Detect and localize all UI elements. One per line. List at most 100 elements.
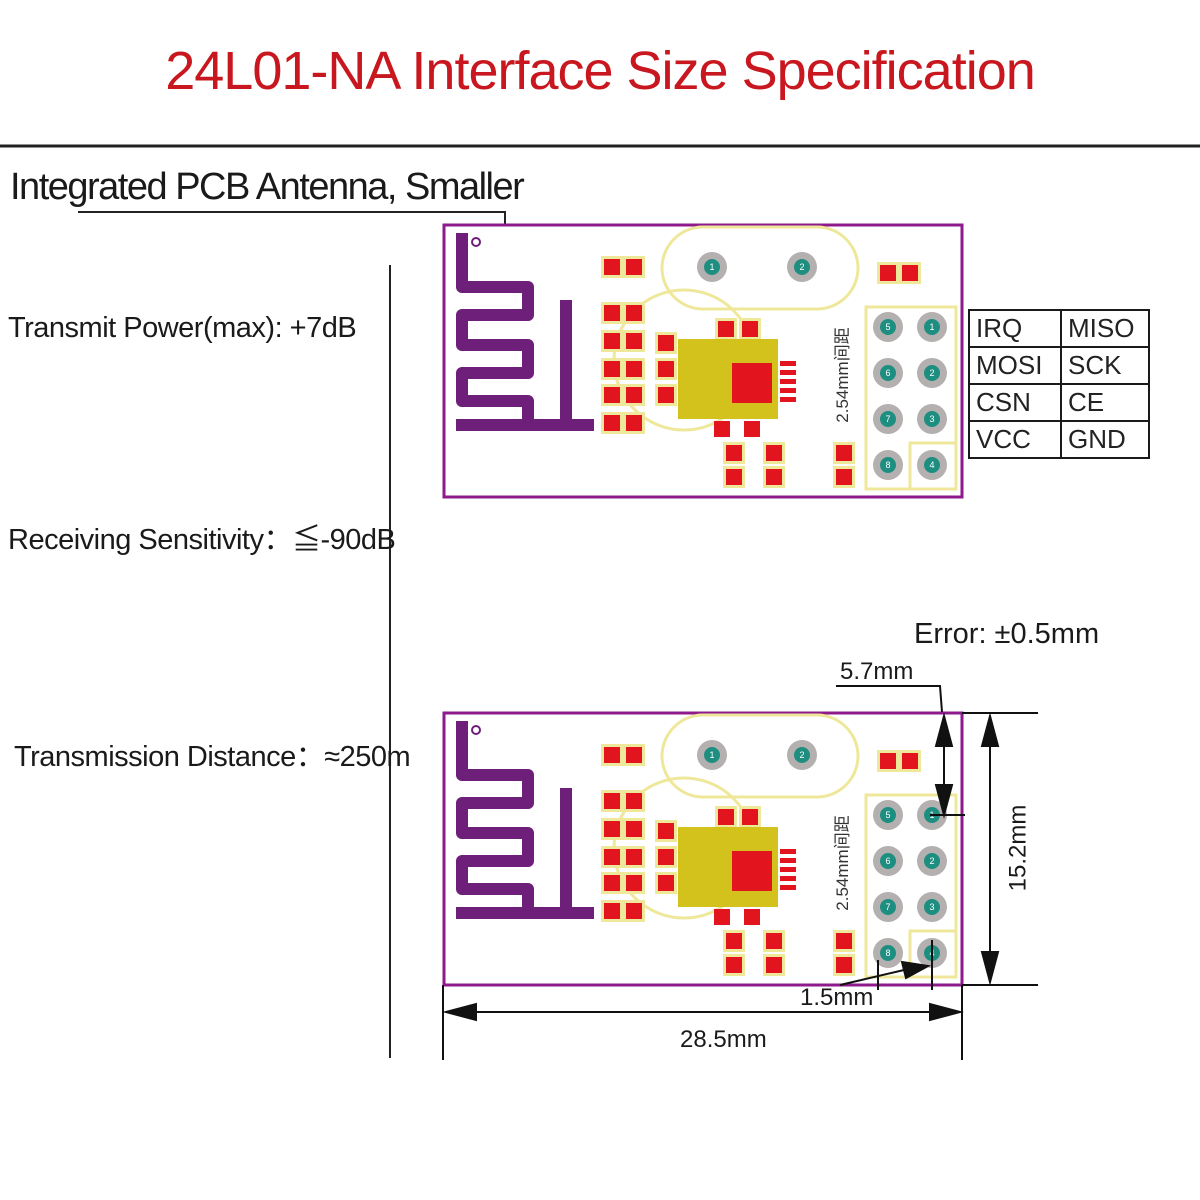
smd-pad bbox=[626, 903, 642, 919]
pin-table-cell: MOSI bbox=[968, 346, 1062, 385]
smd-pad bbox=[626, 793, 642, 809]
header-pin-core bbox=[880, 319, 896, 335]
chip-lead bbox=[780, 370, 796, 375]
smd-pad bbox=[626, 821, 642, 837]
transmit-power-spec: Transmit Power(max): +7dB bbox=[8, 312, 357, 344]
header-pin-core bbox=[880, 411, 896, 427]
header-pin-core bbox=[880, 945, 896, 961]
height-arrow-bottom bbox=[980, 951, 1000, 986]
smd-pad bbox=[658, 335, 674, 351]
smd-pad bbox=[604, 793, 620, 809]
smd-pad bbox=[604, 415, 620, 431]
smd-pad bbox=[626, 361, 642, 377]
smd-pad bbox=[604, 387, 620, 403]
rf-chip-die bbox=[732, 851, 772, 891]
smd-pad bbox=[714, 421, 730, 437]
error-tolerance-note: Error: ±0.5mm bbox=[914, 618, 1100, 650]
smd-pad bbox=[742, 809, 758, 825]
width-arrow-left bbox=[442, 1002, 477, 1022]
fiducial-mark bbox=[471, 237, 481, 247]
offset-leader bbox=[836, 685, 943, 713]
smd-pad bbox=[626, 849, 642, 865]
chip-lead bbox=[780, 858, 796, 863]
height-arrow-top bbox=[980, 712, 1000, 747]
smd-pad bbox=[766, 933, 782, 949]
header-pin-number: 3 bbox=[929, 414, 934, 424]
offset-arrow-top bbox=[934, 712, 954, 747]
smd-pad bbox=[836, 933, 852, 949]
smd-pad bbox=[658, 875, 674, 891]
top-offset-dimension-label: 5.7mm bbox=[840, 658, 914, 685]
smd-pad bbox=[718, 321, 734, 337]
chip-lead bbox=[780, 388, 796, 393]
smd-pad bbox=[880, 753, 896, 769]
header-pin-number: 5 bbox=[885, 810, 890, 820]
smd-pad bbox=[626, 305, 642, 321]
antenna-label: Integrated PCB Antenna, Smaller bbox=[10, 166, 525, 208]
offset-arrow-bottom bbox=[934, 784, 954, 819]
chip-lead bbox=[780, 849, 796, 854]
header-pin-number: 2 bbox=[929, 368, 934, 378]
receiving-sensitivity-spec: Receiving Sensitivity：≦-90dB bbox=[8, 524, 396, 556]
chip-lead bbox=[780, 397, 796, 402]
header-pin-core bbox=[880, 807, 896, 823]
crystal-pin-number: 1 bbox=[709, 262, 714, 272]
smd-pad bbox=[742, 321, 758, 337]
header-pin-number: 8 bbox=[885, 460, 890, 470]
smd-pad bbox=[604, 849, 620, 865]
header-pin-number: 3 bbox=[929, 902, 934, 912]
smd-pad bbox=[604, 747, 620, 763]
crystal-outline bbox=[660, 225, 860, 311]
width-dimension-label: 28.5mm bbox=[680, 1026, 767, 1053]
pcb-antenna-trace bbox=[456, 721, 534, 919]
chip-lead bbox=[780, 876, 796, 881]
header-pin-core bbox=[924, 457, 940, 473]
header-pin-core bbox=[924, 853, 940, 869]
smd-pad bbox=[626, 259, 642, 275]
transmission-distance-spec: Transmission Distance：≈250m bbox=[14, 741, 411, 773]
antenna-callout-leader bbox=[78, 211, 506, 390]
smd-pad bbox=[726, 933, 742, 949]
smd-pad bbox=[766, 469, 782, 485]
crystal-pin-number: 2 bbox=[799, 750, 804, 760]
smd-pad bbox=[604, 333, 620, 349]
smd-pad bbox=[836, 469, 852, 485]
pin-table-cell: VCC bbox=[968, 420, 1062, 459]
smd-pad bbox=[718, 809, 734, 825]
crystal-pin-number: 2 bbox=[799, 262, 804, 272]
smd-pad bbox=[626, 415, 642, 431]
chip-lead bbox=[780, 867, 796, 872]
pitch-label: 2.54mm间距 bbox=[833, 815, 852, 910]
pin-offset-arrow bbox=[900, 960, 932, 980]
smd-pad bbox=[766, 445, 782, 461]
pitch-label: 2.54mm间距 bbox=[833, 327, 852, 422]
smd-pad bbox=[726, 957, 742, 973]
smd-pad bbox=[626, 747, 642, 763]
header-pin-core bbox=[924, 899, 940, 915]
chip-lead bbox=[780, 885, 796, 890]
header-pin-number: 7 bbox=[885, 414, 890, 424]
height-dimension-label: 15.2mm bbox=[1004, 804, 1032, 892]
smd-pad bbox=[714, 909, 730, 925]
header-pin-core bbox=[880, 853, 896, 869]
pin-table-cell: GND bbox=[1060, 420, 1150, 459]
smd-pad bbox=[902, 265, 918, 281]
pin-offset-leader bbox=[839, 969, 905, 986]
pin-table-cell: SCK bbox=[1060, 346, 1150, 385]
pin-table-cell: MISO bbox=[1060, 309, 1150, 348]
pin-offset-dimension-label: 1.5mm bbox=[800, 984, 874, 1011]
crystal-pin-core bbox=[704, 259, 720, 275]
smd-pad bbox=[626, 875, 642, 891]
smd-pad bbox=[744, 421, 760, 437]
header-pin-core bbox=[924, 319, 940, 335]
header-pin-core bbox=[924, 365, 940, 381]
pin-table-cell: IRQ bbox=[968, 309, 1062, 348]
rf-chip-die bbox=[732, 363, 772, 403]
